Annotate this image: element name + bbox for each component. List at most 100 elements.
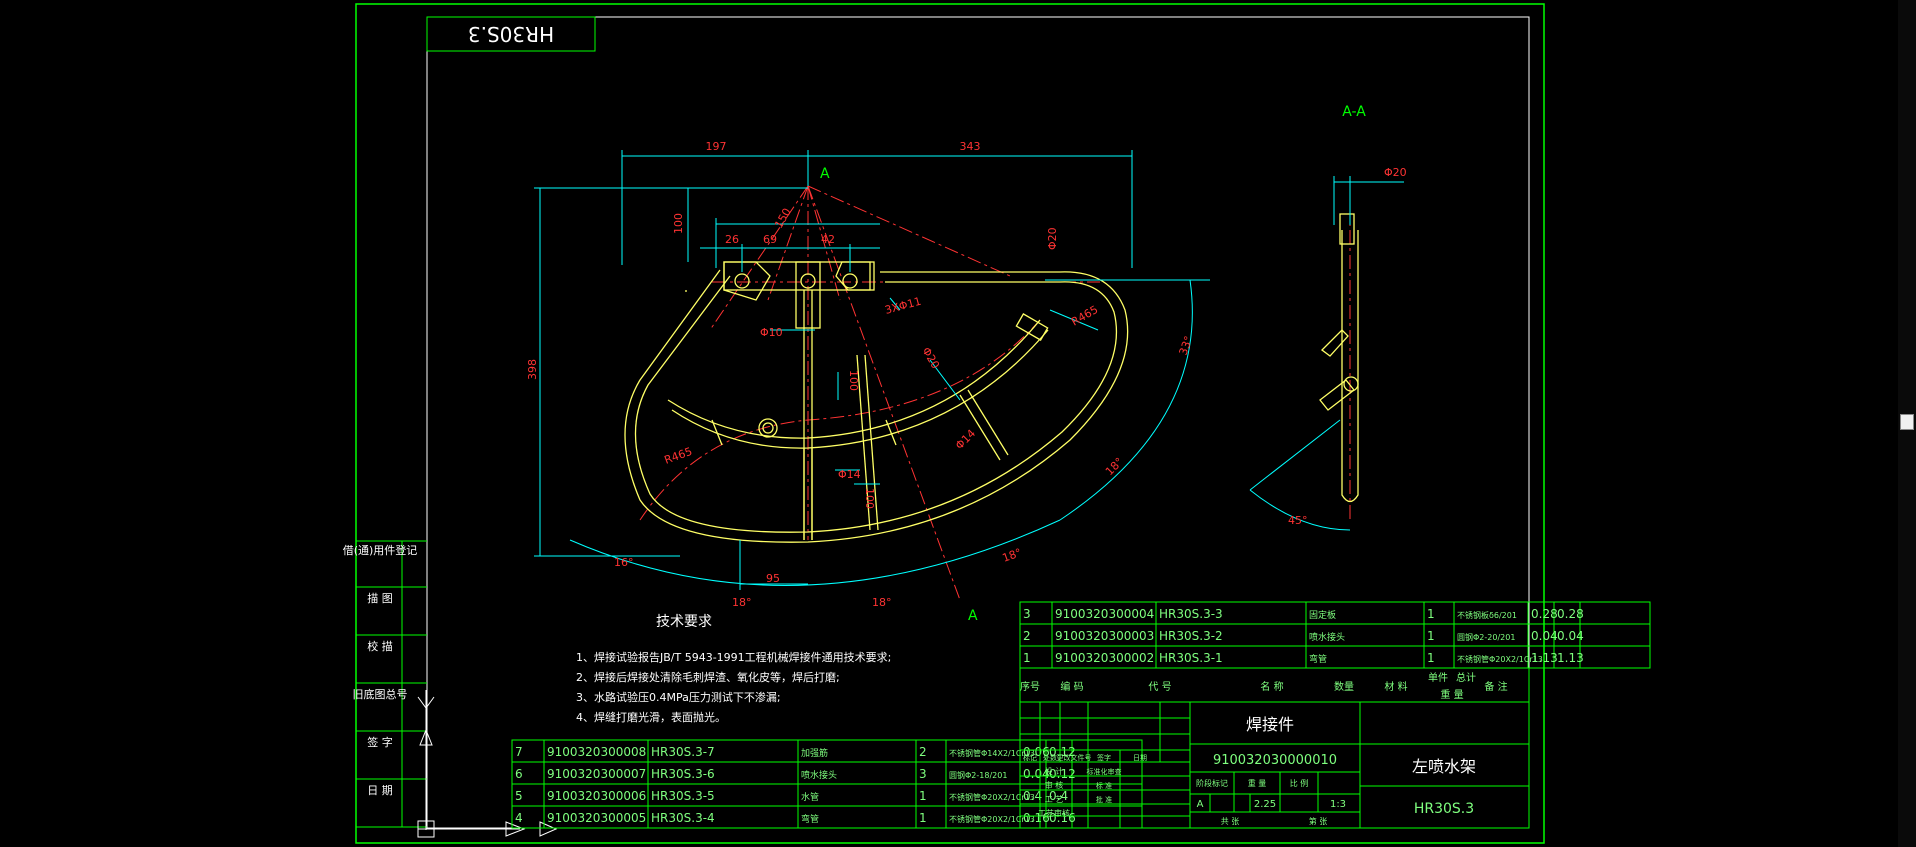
role-label: 批 准 bbox=[1096, 795, 1112, 804]
bom-header-cell: 重 量 bbox=[1440, 688, 1463, 701]
bom-cell-no: 5 bbox=[515, 789, 523, 803]
bom-cell-no: 2 bbox=[1023, 629, 1031, 643]
dim-phi14b: Φ14 bbox=[838, 468, 861, 481]
bom-cell-no: 1 bbox=[1023, 651, 1031, 665]
dim-phi14: Φ14 bbox=[953, 427, 978, 452]
bom-cell-code: 9100320300004 bbox=[1055, 607, 1154, 621]
dim-r465: R465 bbox=[663, 445, 694, 467]
bom-cell-code: 9100320300006 bbox=[547, 789, 646, 803]
bom-cell-name: 喷水接头 bbox=[1309, 631, 1345, 643]
title-sheet-no: 第 张 bbox=[1309, 816, 1328, 826]
dim-18-bottom-right: 18° bbox=[1001, 546, 1024, 565]
bom-header-cell: 数量 bbox=[1334, 680, 1354, 693]
bom-cell-name: 弯管 bbox=[1309, 653, 1327, 665]
side-label: 借(通)用件登记 bbox=[343, 543, 418, 557]
dim-33: 33° bbox=[1177, 334, 1196, 357]
weldment-part bbox=[624, 261, 1129, 543]
bom-cell-drawing: HR30S.3-3 bbox=[1159, 607, 1223, 621]
bom-cell-name: 水管 bbox=[801, 791, 819, 803]
scrollbar-thumb[interactable] bbox=[1900, 414, 1914, 430]
bom-cell-unit: 0.06 bbox=[1023, 745, 1050, 759]
bom-cell-unit: 0.16 bbox=[1023, 811, 1050, 825]
title-code: 910032030000010 bbox=[1213, 753, 1337, 768]
bom-header-cell: 材 料 bbox=[1384, 680, 1407, 693]
title-stage-label: 阶段标记 bbox=[1196, 778, 1228, 788]
centerlines bbox=[639, 180, 1351, 601]
bom-cell-drawing: HR30S.3-1 bbox=[1159, 651, 1223, 665]
bom-cell-code: 9100320300008 bbox=[547, 745, 646, 759]
side-label: 描 图 bbox=[367, 591, 393, 605]
bom-cell-code: 9100320300005 bbox=[547, 811, 646, 825]
drawing-no-box bbox=[426, 16, 596, 52]
bom-cell-drawing: HR30S.3-7 bbox=[651, 745, 715, 759]
vertical-scrollbar[interactable] bbox=[1898, 0, 1916, 847]
section-mark-top: A bbox=[820, 166, 830, 182]
dim-343: 343 bbox=[960, 140, 981, 153]
dim-18-bottom-b: 18° bbox=[872, 596, 892, 609]
title-weight: 2.25 bbox=[1254, 799, 1276, 810]
title-drawing-no: HR30S.3 bbox=[1414, 801, 1474, 817]
outer-frame bbox=[355, 3, 1545, 844]
tech-line: 1、焊接试验报告JB/T 5943-1991工程机械焊接件通用技术要求; bbox=[576, 650, 891, 664]
bom-cell-no: 4 bbox=[515, 811, 523, 825]
bom-cell-no: 7 bbox=[515, 745, 523, 759]
bom-header-cell: 单件 bbox=[1428, 672, 1448, 684]
role-label: 工 艺 bbox=[1045, 795, 1064, 804]
bom-cell-qty: 2 bbox=[919, 745, 927, 759]
bom-cell-code: 9100320300007 bbox=[547, 767, 646, 781]
bom-cell-unit: 0.04 bbox=[1531, 629, 1558, 643]
bom-cell-qty: 1 bbox=[1427, 651, 1435, 665]
inner-frame bbox=[426, 16, 1530, 829]
title-scale: 1:3 bbox=[1330, 799, 1346, 810]
bom-cell-material: 圆钢Φ2-20/201 bbox=[1457, 632, 1515, 642]
bom-cell-material: 不锈钢管Φ20X2/1Cr13 bbox=[949, 814, 1035, 824]
dim-150: 150 bbox=[772, 206, 794, 231]
bom-cell-total: 0.12 bbox=[1049, 745, 1076, 759]
dim-phi20-top: Φ20 bbox=[1046, 227, 1059, 250]
tech-line: 3、水路试验压0.4MPa压力测试下不渗漏; bbox=[576, 690, 781, 704]
bom-cell-material: 不锈钢板δ6/201 bbox=[1457, 610, 1517, 620]
bom-cell-qty: 3 bbox=[919, 767, 927, 781]
bom-header-cell: 名 称 bbox=[1260, 680, 1283, 693]
dim-45: 45° bbox=[1288, 514, 1308, 527]
title-block-change-rows: 标记处数更改文件号签字日期设 计审 核工 艺工艺审核标准化审查标 准批 准 bbox=[1023, 753, 1147, 818]
bom-cell-drawing: HR30S.3-4 bbox=[651, 811, 715, 825]
section-mark-bottom: A bbox=[968, 608, 978, 624]
bom-cell-total: 0.12 bbox=[1049, 767, 1076, 781]
dim-phi20b: Φ20 bbox=[919, 345, 942, 371]
bom-cell-total: 0.4 bbox=[1049, 789, 1068, 803]
dim-18-bottom-a: 18° bbox=[732, 596, 752, 609]
bom-cell-total: 0.16 bbox=[1049, 811, 1076, 825]
title-stage: A bbox=[1197, 799, 1204, 810]
bom-cell-drawing: HR30S.3-2 bbox=[1159, 629, 1223, 643]
bom-cell-unit: 0.04 bbox=[1023, 767, 1050, 781]
change-col-label: 签字 bbox=[1097, 753, 1111, 762]
dim-398: 398 bbox=[526, 359, 539, 380]
bom-cell-name: 加强筋 bbox=[801, 747, 828, 759]
dim-18-right: 18° bbox=[1103, 455, 1126, 478]
orientation-symbols bbox=[417, 690, 558, 838]
bom-cell-material: 圆钢Φ2-18/201 bbox=[949, 770, 1007, 780]
dimension-lines bbox=[534, 150, 1404, 590]
role-label: 审 核 bbox=[1045, 780, 1064, 790]
side-label: 旧底图总号 bbox=[353, 687, 408, 701]
bom-header-cell: 备 注 bbox=[1484, 680, 1507, 693]
bom-cell-name: 弯管 bbox=[801, 813, 819, 825]
dim-3xphi11: 3XΦ11 bbox=[883, 295, 922, 317]
bom-cell-qty: 1 bbox=[1427, 607, 1435, 621]
bom-cell-material: 不锈钢管Φ20X2/1Cr13 bbox=[949, 792, 1035, 802]
tech-heading: 技术要求 bbox=[656, 614, 712, 630]
bom-cell-unit: 0.4 bbox=[1023, 789, 1042, 803]
bom-cell-name: 固定板 bbox=[1309, 609, 1336, 621]
role-label: 工艺审核 bbox=[1038, 808, 1070, 818]
bom-cell-total: 0.04 bbox=[1557, 629, 1584, 643]
tech-line: 4、焊缝打磨光滑，表面抛光。 bbox=[576, 710, 726, 724]
side-label: 校 描 bbox=[367, 639, 393, 653]
bom-cell-unit: 0.28 bbox=[1531, 607, 1558, 621]
dim-phi10: Φ10 bbox=[760, 326, 783, 339]
tech-line: 2、焊接后焊接处清除毛刺焊渣、氧化皮等，焊后打磨; bbox=[576, 670, 840, 684]
bom-cell-total: 0.28 bbox=[1557, 607, 1584, 621]
